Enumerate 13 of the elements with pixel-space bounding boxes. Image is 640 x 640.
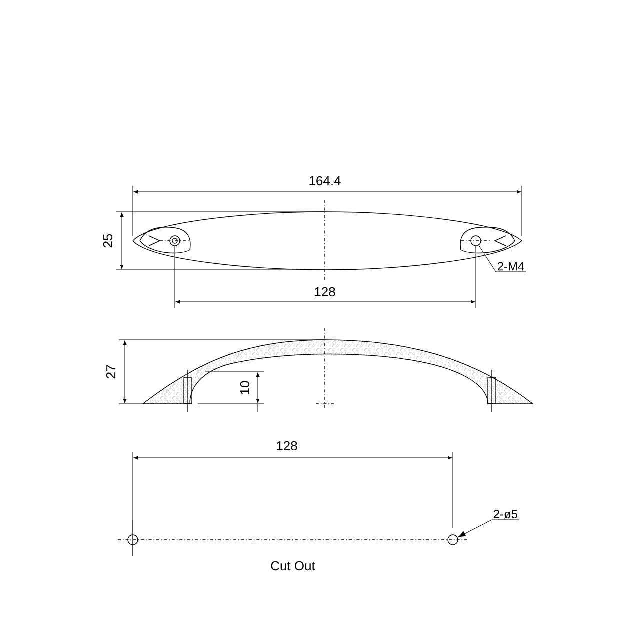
caption: Cut Out	[271, 561, 316, 571]
mounting-hole	[470, 236, 482, 246]
dimension-label: 10	[240, 381, 250, 394]
leader-line	[478, 245, 496, 272]
dimension-label: 164.4	[310, 176, 341, 186]
leader-line	[458, 520, 492, 538]
dimension-label: 128	[315, 287, 336, 297]
callout-label: 2-ø5	[492, 510, 520, 520]
mounting-hole	[448, 534, 458, 546]
dimension-label: 128	[277, 441, 298, 451]
dimension-label: 25	[103, 234, 113, 248]
dimension-label: 27	[106, 365, 116, 379]
callout-label: 2-M4	[496, 262, 526, 272]
